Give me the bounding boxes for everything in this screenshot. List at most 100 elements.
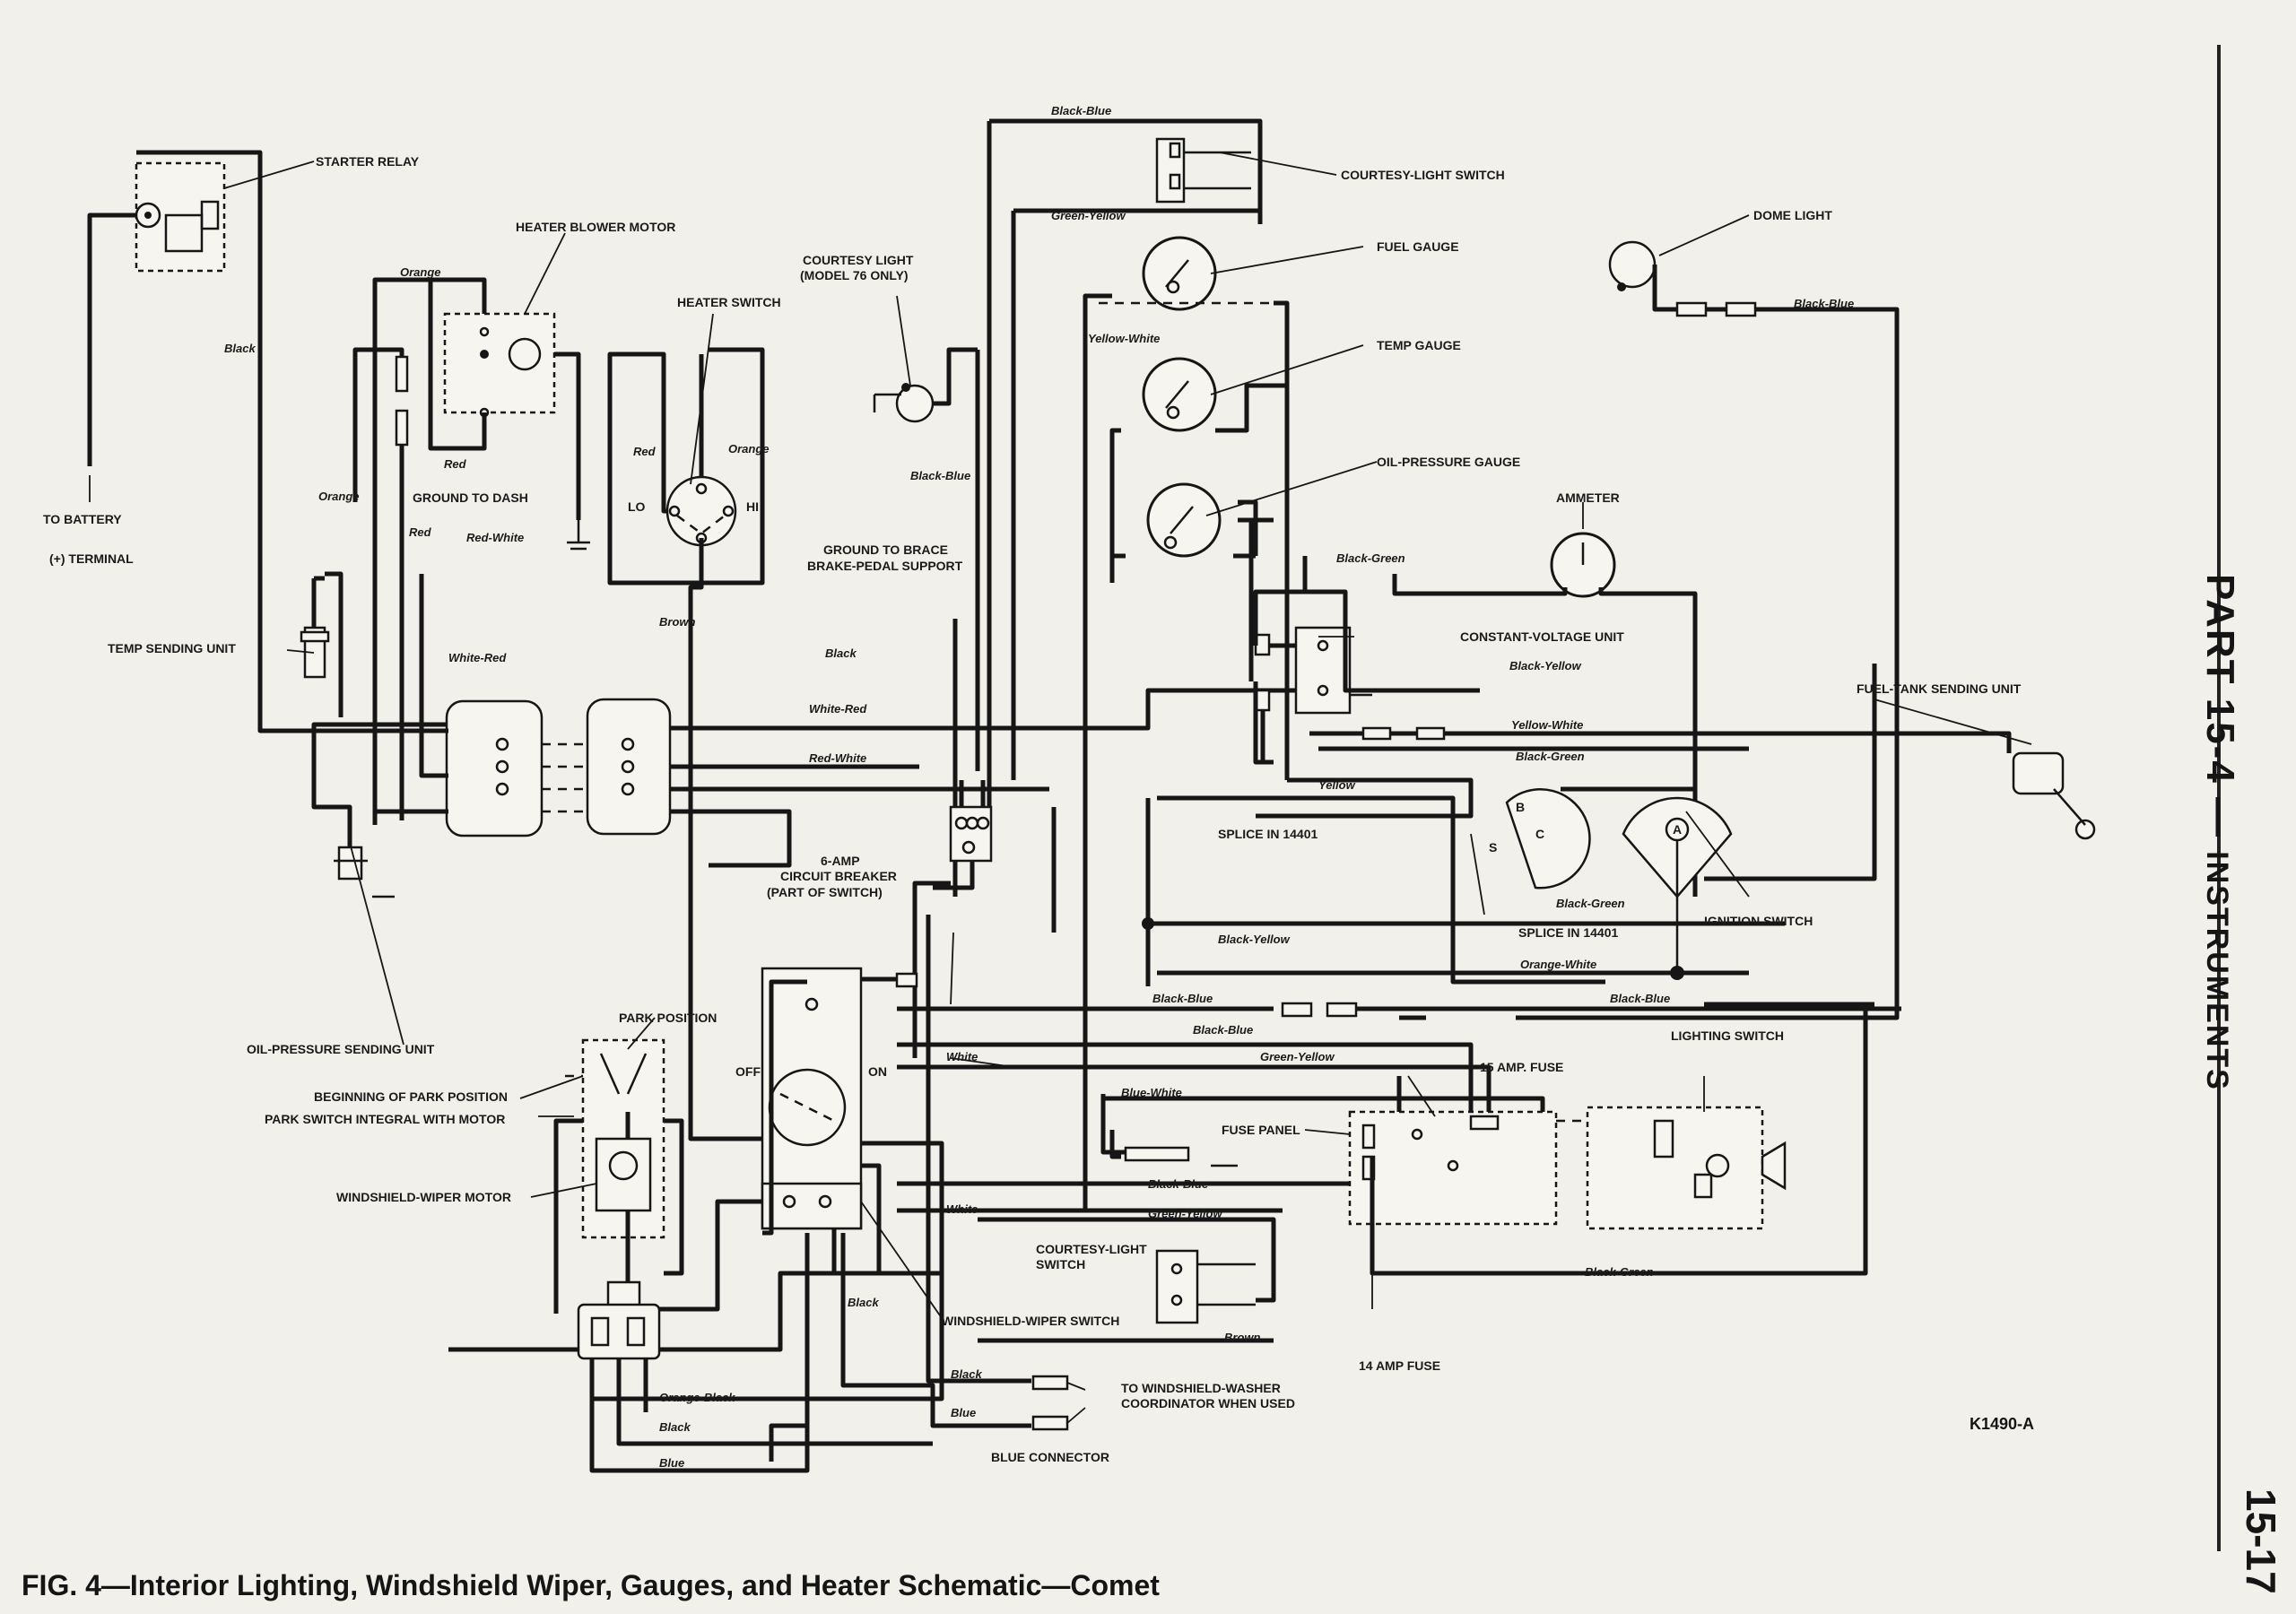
label-ign-s: S [1489,840,1497,855]
label-splice-bottom: SPLICE IN 14401 [1518,925,1618,940]
constant-voltage-unit [1254,626,1352,715]
label-courtesy-light-switch-top: COURTESY-LIGHT SWITCH [1341,168,1505,182]
courtesy-light-switch-bottom [1155,1249,1199,1324]
label-windshield-wiper-motor: WINDSHIELD-WIPER MOTOR [336,1190,511,1204]
wire-label: Red [409,525,432,539]
wire-label: Red-White [809,751,866,765]
section-heading: PART 15-4 — INSTRUMENTS [2198,574,2242,1091]
wire-label: Red-White [466,531,524,544]
label-brake-pedal-support: BRAKE-PEDAL SUPPORT [807,559,963,573]
ignition-switch [1505,788,1733,973]
wire-label: Black-Blue [1193,1023,1253,1037]
wire-label: Black-Blue [1051,104,1111,117]
label-heater-lo: LO [628,499,646,514]
label-beginning-park: BEGINNING OF PARK POSITION [314,1089,508,1104]
label-15-amp-fuse: 15 AMP. FUSE [1480,1060,1563,1074]
wire-label: Black-Green [1556,897,1625,910]
label-ammeter: AMMETER [1556,490,1620,505]
courtesy-light [895,383,935,423]
label-blue-connector: BLUE CONNECTOR [991,1450,1109,1464]
label-courtesy-switch-bottom-1: COURTESY-LIGHT [1036,1242,1147,1256]
fuse-panel [1348,1110,1558,1226]
figure-code: K1490-A [1970,1415,2035,1433]
wire-label: White [946,1202,978,1216]
wire-label: Orange [318,490,360,503]
wire-label: Green-Yellow [1260,1050,1335,1063]
wire-label: Black-Blue [1148,1177,1208,1191]
label-ign-b: B [1516,800,1525,814]
wire-label: White-Red [448,651,507,664]
label-wiper-off: OFF [735,1064,761,1079]
ammeter [1550,532,1616,598]
label-ign-c: C [1535,827,1544,841]
heater-blower-motor [443,312,556,418]
label-starter-relay: STARTER RELAY [316,154,420,169]
wire-label: Black-Green [1516,750,1585,763]
label-heater-hi: HI [746,499,759,514]
label-battery-terminal: (+) TERMINAL [49,551,134,566]
windshield-wiper-switch [761,967,863,1230]
wire-label: Black [825,646,857,660]
label-courtesy-light: COURTESY LIGHT [803,253,914,267]
wire-label: Black-Yellow [1509,659,1582,672]
label-wiper-on: ON [868,1064,887,1079]
label-ground-to-brace: GROUND TO BRACE [823,542,948,557]
label-courtesy-light-model: (MODEL 76 ONLY) [800,268,909,282]
temp-sending-unit [300,626,330,679]
label-constant-voltage-unit: CONSTANT-VOLTAGE UNIT [1460,629,1624,644]
wire-label: Orange-Black [659,1391,735,1404]
wire-label: Black [659,1420,691,1434]
wire-label: Orange-White [1520,958,1596,971]
wire-label: Black-Green [1585,1265,1654,1279]
wire-label: Black-Yellow [1218,933,1291,946]
label-oil-pressure-gauge: OIL-PRESSURE GAUGE [1377,455,1520,469]
wire-label: Green-Yellow [1148,1207,1222,1220]
oil-pressure-sending-unit [334,846,368,881]
dome-light [1608,240,1657,291]
label-heater-switch: HEATER SWITCH [677,295,781,309]
wire-label: Black [951,1367,982,1381]
oil-pressure-gauge [1146,482,1222,558]
wire-label: Red [444,457,467,471]
starter-relay [135,161,226,273]
wire-label: Red [633,445,657,458]
label-dome-light: DOME LIGHT [1753,208,1832,222]
label-to-battery: TO BATTERY [43,512,122,526]
part-heading: PART 15-4 [2198,574,2242,785]
page-number: 15-17 [2238,1488,2284,1594]
wire-label: Yellow [1318,778,1356,792]
wire-label: White [946,1050,978,1063]
wire-label: Brown [659,615,696,629]
windshield-wiper-motor [577,1038,665,1360]
wire-label: Blue [951,1406,976,1419]
wire-label: Blue-White [1121,1086,1182,1099]
label-circuit-breaker-3: (PART OF SWITCH) [767,885,883,899]
courtesy-light-switch-top [1155,137,1186,204]
label-ign-a: A [1673,822,1682,837]
wire-label: Blue [659,1456,684,1470]
label-fuel-gauge: FUEL GAUGE [1377,239,1459,254]
label-washer-1: TO WINDSHIELD-WASHER [1121,1381,1281,1395]
label-temp-sending-unit: TEMP SENDING UNIT [108,641,236,655]
label-splice-top: SPLICE IN 14401 [1218,827,1318,841]
wire-label: Black-Blue [1152,992,1213,1005]
label-park-switch-integral: PARK SWITCH INTEGRAL WITH MOTOR [265,1112,505,1126]
wire-label: Yellow-White [1088,332,1160,345]
label-courtesy-switch-bottom-2: SWITCH [1036,1257,1085,1271]
wire-label: Black-Blue [1794,297,1854,310]
label-temp-gauge: TEMP GAUGE [1377,338,1461,352]
label-heater-blower-motor: HEATER BLOWER MOTOR [516,220,675,234]
label-lighting-switch: LIGHTING SWITCH [1671,1028,1784,1043]
section-title: INSTRUMENTS [2200,851,2234,1091]
label-oil-pressure-sending-unit: OIL-PRESSURE SENDING UNIT [247,1042,435,1056]
wire-label: Black-Green [1336,551,1405,565]
wire-label: Black [224,342,256,355]
wire-label: Black [848,1296,879,1309]
margin-rule [2217,45,2221,1551]
label-fuse-panel: FUSE PANEL [1222,1123,1300,1137]
label-14-amp-fuse: 14 AMP FUSE [1359,1358,1440,1373]
wire-label: Orange [400,265,441,279]
lighting-switch [1586,1106,1787,1230]
fuel-gauge [1142,236,1217,311]
